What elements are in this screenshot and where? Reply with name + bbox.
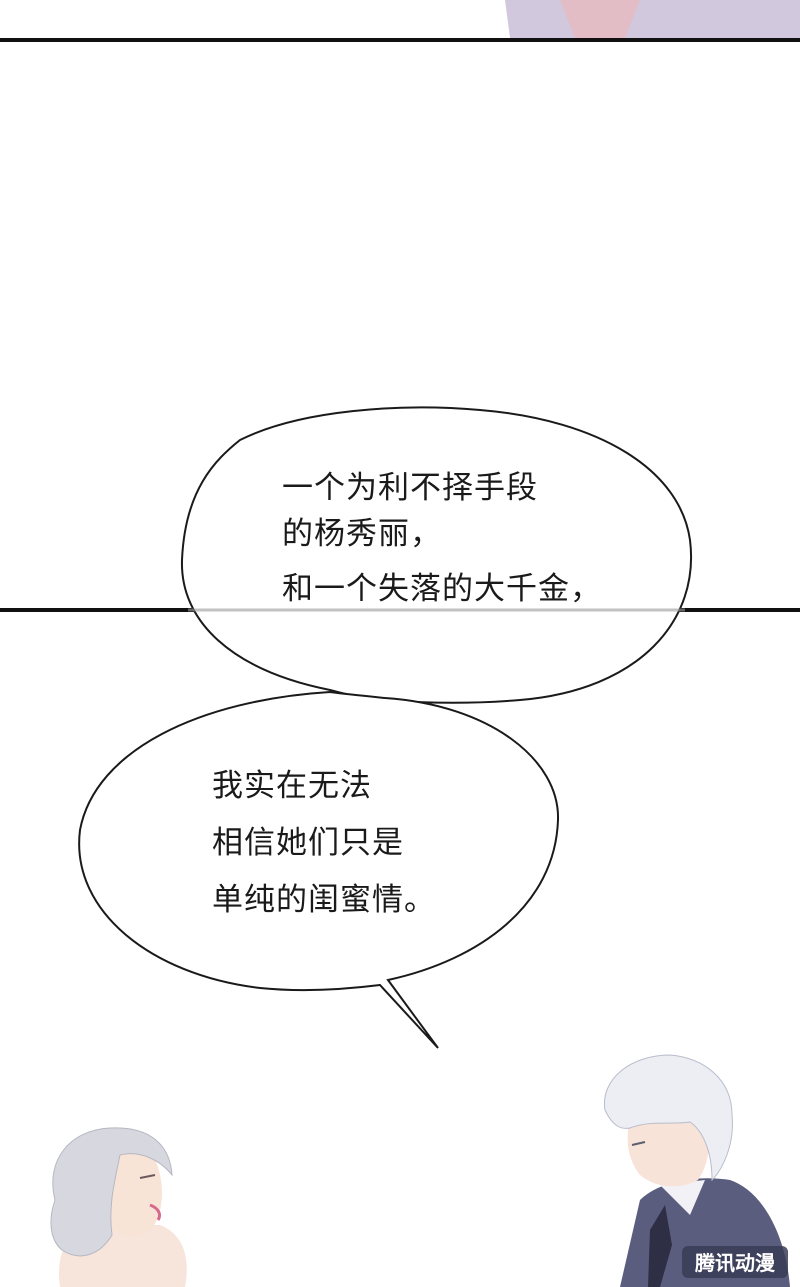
speech-line: 的杨秀丽，	[282, 516, 442, 552]
speech-line: 相信她们只是	[212, 825, 404, 861]
woman-silver-hair-figure	[50, 1127, 187, 1287]
speech-bubble-top	[180, 406, 693, 704]
speech-line: 和一个失落的大千金，	[282, 571, 602, 607]
speech-line: 单纯的闺蜜情。	[212, 882, 436, 918]
watermark-text: 腾讯动漫	[695, 1251, 776, 1275]
speech-text-bottom: 我实在无法 相信她们只是 单纯的闺蜜情。	[212, 766, 436, 921]
speech-line: 一个为利不择手段	[282, 470, 538, 506]
man-white-hair-figure	[603, 1054, 790, 1287]
tencent-comics-logo-icon: 腾讯动漫	[682, 1246, 788, 1278]
panel-border-top	[0, 38, 800, 42]
speech-line: 我实在无法	[212, 768, 372, 804]
speech-bubble-bottom	[78, 690, 560, 1049]
speech-text-top: 一个为利不择手段 的杨秀丽， 和一个失落的大千金，	[282, 468, 602, 610]
